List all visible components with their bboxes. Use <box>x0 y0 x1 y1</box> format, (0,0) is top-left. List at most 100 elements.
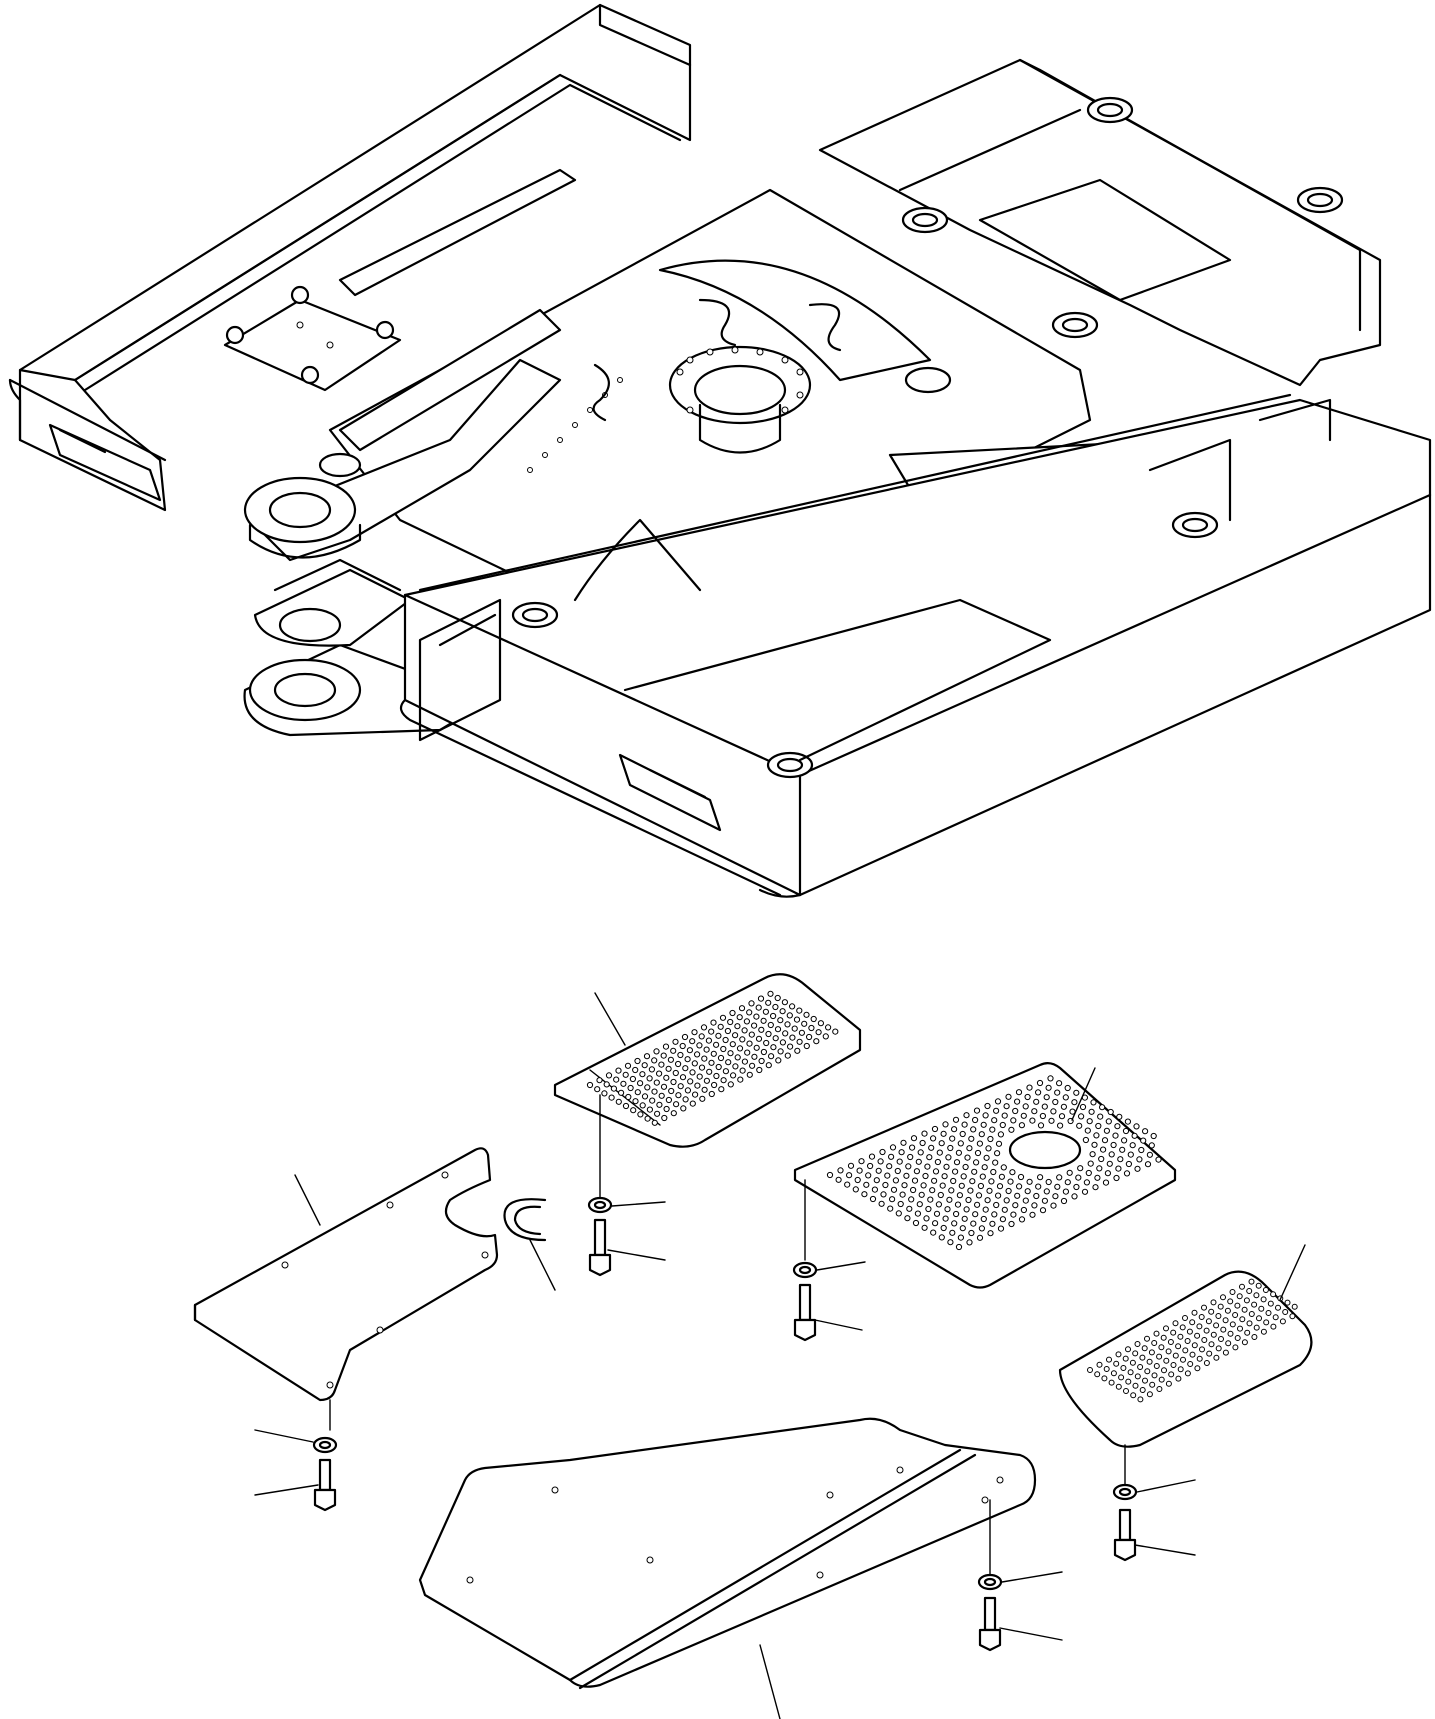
perforation-hole <box>1047 1075 1054 1082</box>
perforation-hole <box>1165 1348 1172 1355</box>
perforation-hole <box>993 1201 1000 1209</box>
perforation-pattern <box>586 990 839 1126</box>
perforation-hole <box>987 1135 994 1143</box>
perforation-hole <box>710 1050 717 1057</box>
perforation-hole <box>1106 1356 1112 1363</box>
perforation-hole <box>736 1014 743 1021</box>
perforation-hole <box>1092 1184 1099 1191</box>
perforation-hole <box>1000 1164 1007 1171</box>
perforation-hole <box>1265 1310 1272 1316</box>
perforation-hole <box>1124 1118 1132 1125</box>
perforation-hole <box>967 1187 974 1194</box>
perforation-hole <box>803 1011 810 1018</box>
perforation-hole <box>796 1038 803 1045</box>
perforation-hole <box>993 1107 1000 1114</box>
perforation-hole <box>1251 1301 1258 1308</box>
perforation-hole <box>701 1055 708 1062</box>
perforation-hole <box>1141 1345 1148 1352</box>
perforation-hole <box>746 1009 753 1016</box>
perforation-hole <box>1160 1334 1167 1341</box>
perforation-hole <box>732 1063 739 1070</box>
perforation-hole <box>784 1021 791 1028</box>
perforation-hole <box>779 1039 787 1046</box>
perforation-hole <box>934 1158 942 1166</box>
perforation-hole <box>908 1196 915 1203</box>
perforation-hole <box>774 1026 782 1033</box>
perforation-hole <box>1253 1324 1260 1331</box>
perforation-hole <box>717 1023 724 1030</box>
perforation-hole <box>801 1020 808 1027</box>
perforation-hole <box>1220 1294 1226 1301</box>
perforation-hole <box>608 1094 615 1101</box>
perforation-hole <box>1087 1367 1093 1373</box>
perforation-hole <box>1008 1220 1015 1228</box>
perforation-hole <box>1206 1350 1213 1357</box>
perforation-hole <box>974 1149 982 1157</box>
perforation-hole <box>1022 1103 1029 1110</box>
perforation-hole <box>713 1041 720 1048</box>
perforation-hole <box>1282 1309 1289 1315</box>
perforation-hole <box>1045 1178 1052 1186</box>
perforation-hole <box>810 1015 817 1023</box>
perforation-hole <box>639 1071 646 1078</box>
perforation-hole <box>1158 1344 1165 1351</box>
perforation-hole <box>1284 1299 1291 1306</box>
perforation-hole <box>1136 1156 1143 1163</box>
perforation-hole <box>942 1121 949 1128</box>
perforation-hole <box>963 1112 970 1119</box>
perforation-pattern <box>1087 1278 1298 1403</box>
perforation-hole <box>1161 1367 1167 1374</box>
perforation-hole <box>793 1016 801 1023</box>
perforation-hole <box>644 1084 651 1091</box>
perforation-hole <box>722 1068 730 1075</box>
perforation-hole <box>1189 1351 1196 1358</box>
perforation-hole <box>763 1039 770 1047</box>
perforation-hole <box>1050 1202 1057 1209</box>
perforation-hole <box>679 1042 686 1050</box>
perforation-hole <box>856 1167 863 1174</box>
perforation-hole <box>1054 1183 1061 1190</box>
perforation-hole <box>762 1008 770 1015</box>
perforation-hole <box>910 1186 917 1194</box>
perforation-hole <box>1122 1355 1129 1362</box>
perforation-hole <box>760 1048 768 1056</box>
perforation-hole <box>933 1210 941 1217</box>
perforation-hole <box>957 1140 964 1147</box>
perforation-hole <box>689 1038 696 1045</box>
perforation-hole <box>1208 1308 1215 1315</box>
perforation-hole <box>615 1067 622 1074</box>
perforation-hole <box>1151 1340 1158 1346</box>
perforation-hole <box>942 1215 949 1222</box>
perforation-hole <box>658 1061 665 1068</box>
perforation-hole <box>746 1040 753 1047</box>
perforation-hole <box>917 1149 924 1156</box>
perforation-hole <box>1058 1113 1066 1120</box>
perforation-hole <box>1144 1368 1151 1375</box>
perforation-hole <box>708 1028 715 1035</box>
perforation-hole <box>1253 1292 1260 1299</box>
perforation-hole <box>637 1111 644 1118</box>
perforation-hole <box>925 1205 932 1213</box>
perforation-hole <box>1232 1312 1239 1318</box>
perforation-hole <box>984 1102 991 1110</box>
perforation-hole <box>932 1168 940 1175</box>
perforation-hole <box>679 1074 687 1081</box>
perforation-hole <box>1120 1365 1127 1371</box>
perforation-hole <box>975 1192 983 1199</box>
perforation-hole <box>1182 1347 1189 1354</box>
perforation-hole <box>765 999 772 1006</box>
perforation-hole <box>976 1234 984 1241</box>
perforation-pattern <box>826 1075 1162 1251</box>
perforation-hole <box>782 1030 789 1037</box>
perforation-hole <box>737 1076 744 1083</box>
perforation-hole <box>724 1027 732 1035</box>
perforation-hole <box>1220 1326 1227 1333</box>
perforation-hole <box>972 1211 979 1218</box>
perforation-hole <box>969 1178 976 1185</box>
perforation-hole <box>1014 1192 1021 1199</box>
perforation-hole <box>1130 1392 1137 1399</box>
perforation-hole <box>999 1121 1006 1129</box>
perforation-hole <box>758 1026 765 1033</box>
perforation-hole <box>627 1084 634 1092</box>
perforation-hole <box>929 1187 936 1194</box>
